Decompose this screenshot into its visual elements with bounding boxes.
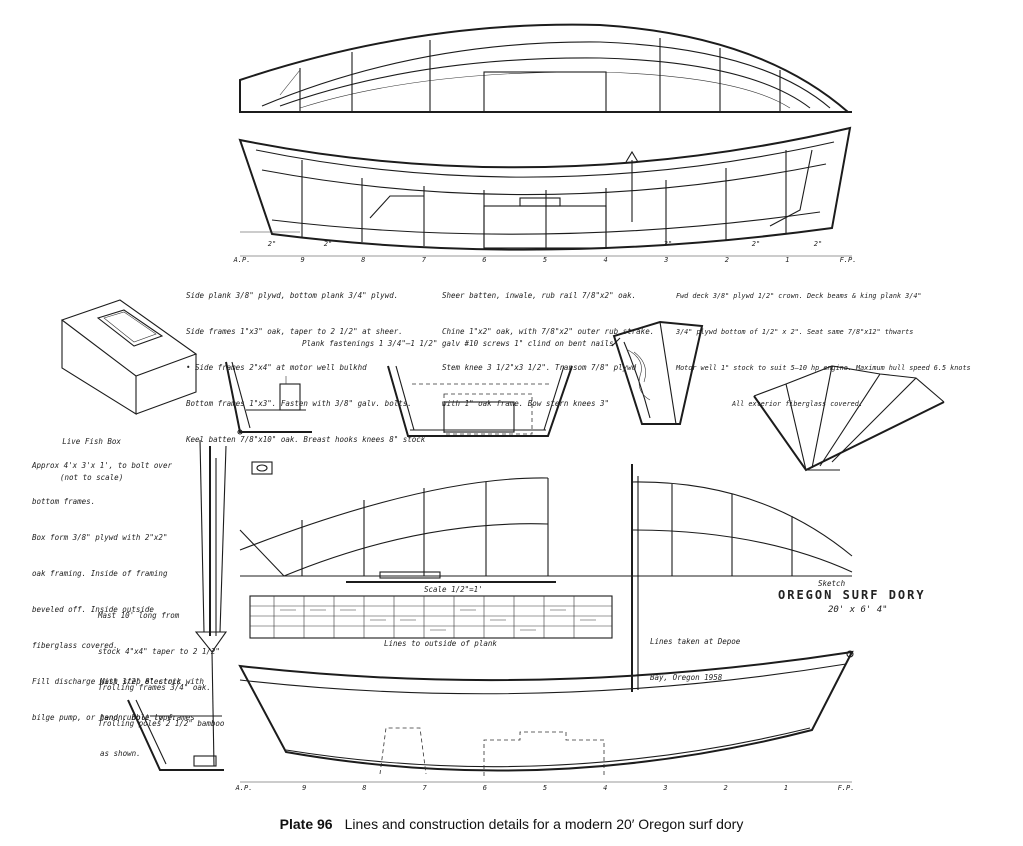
note-line: with 1" oak frame. Bow stern knees 3"	[442, 399, 610, 408]
station-label: 8	[361, 256, 365, 264]
note-line: Sheer batten, inwale, rub rail 7/8"x2" o…	[442, 291, 637, 300]
note-line: bilge pump, or hand rubble type.	[32, 713, 177, 722]
station-label: 7	[422, 784, 427, 792]
note-line: Motor well 1" stock to suit 5–10 hp engi…	[676, 364, 971, 372]
note-line: beveled off. Inside outside	[32, 605, 154, 614]
plank-fastenings-note: Plank fastenings 1 3/4"–1 1/2" galv #10 …	[302, 339, 614, 348]
station-label: 2	[725, 256, 729, 264]
note-line: Bay, Oregon 1958	[650, 673, 723, 682]
bottom-station-labels: A.P. 9 8 7 6 5 4 3 2 1 F.P.	[235, 784, 855, 792]
note-line: tenon. Bolt to frames	[100, 713, 195, 722]
fish-box-notes: Approx 4'x 3'x 1', to bolt over bottom f…	[32, 436, 181, 736]
section-midship-frame	[387, 365, 573, 437]
sketch-credit: Sketch	[818, 579, 846, 588]
boat-size: 20' x 6' 4"	[828, 605, 888, 615]
fish-box-title-line: Live Fish Box	[62, 437, 121, 446]
live-fish-box-sketch	[60, 299, 198, 415]
note-line: Fill discharge with 1/2" electric	[32, 677, 182, 686]
note-line: bottom frames.	[32, 497, 96, 506]
note-line: 3/4" plywd bottom of 1/2" x 2". Seat sam…	[676, 328, 914, 336]
station-label: 4	[603, 784, 607, 792]
station-label: 8	[362, 784, 366, 792]
note-line: Mast step 8" stock with	[100, 677, 204, 686]
mast-and-trolling-poles	[194, 439, 273, 767]
station-label: 4	[603, 256, 607, 264]
construction-profile-view	[238, 126, 852, 257]
note-line: Lines taken at Depoe	[650, 637, 741, 646]
note-line: Trolling frames 3/4" oak.	[98, 683, 211, 692]
table-of-offsets	[249, 595, 613, 639]
construction-notes-column-1: Side plank 3/8" plywd, bottom plank 3/4"…	[186, 266, 425, 458]
fish-box-title: Live Fish Box (not to scale)	[60, 412, 123, 496]
station-label: 1	[785, 256, 789, 264]
station-label: 1	[784, 784, 788, 792]
note-line: stock 4"x4" taper to 2 1/2"	[98, 647, 220, 656]
mast-notes: Mast 10' long from stock 4"x4" taper to …	[98, 586, 224, 742]
dimension-label: 2"	[268, 240, 276, 248]
station-label: 3	[663, 256, 668, 264]
fish-box-title-line: (not to scale)	[60, 473, 124, 482]
note-line: Stem knee 3 1/2"x3 1/2". Transom 7/8" pl…	[442, 363, 637, 372]
dimension-label: 2"	[814, 240, 822, 248]
note-line: Side frames 1"x3" oak, taper to 2 1/2" a…	[186, 327, 403, 336]
note-line: as shown.	[100, 749, 141, 758]
profile-station-labels: A.P. 9 8 7 6 5 4 3 2 1 F.P.	[233, 256, 857, 264]
note-line: All exterior fiberglass covered.	[732, 400, 863, 408]
note-line: fiberglass covered.	[32, 641, 118, 650]
scale-label: Scale 1/2"=1'	[424, 585, 483, 594]
body-plan-lines	[239, 464, 853, 692]
boat-title: OREGON SURF DORY	[778, 588, 926, 602]
station-label: 6	[483, 784, 487, 792]
dimension-label: 2"	[324, 240, 332, 248]
note-line: Keel batten 7/8"x10" oak. Breast hooks k…	[186, 435, 426, 444]
station-label: 5	[543, 784, 547, 792]
profile-dimension-labels: 2" 2" 3" 2" 2"	[268, 240, 822, 248]
note-line: Mast 10' long from	[98, 611, 180, 620]
station-label: A.P.	[235, 784, 253, 792]
dimension-label: 3"	[663, 240, 672, 248]
plate-number: Plate 96	[279, 816, 333, 832]
note-line: Trolling poles 2 1/2" bamboo	[98, 719, 225, 728]
section-aft-frame	[225, 361, 312, 435]
note-line: Fwd deck 3/8" plywd 1/2" crown. Deck bea…	[676, 292, 922, 300]
station-label: 9	[300, 256, 304, 264]
note-line: Approx 4'x 3'x 1', to bolt over	[32, 461, 172, 470]
mast-step-notes: Mast step 8" stock with tenon. Bolt to f…	[100, 652, 204, 772]
plate-caption: Plate 96 Lines and construction details f…	[0, 816, 1023, 832]
dimension-label: 2"	[752, 240, 760, 248]
station-label: A.P.	[233, 256, 251, 264]
station-label: 6	[482, 256, 486, 264]
lines-taken-note: Lines taken at Depoe Bay, Oregon 1958	[650, 612, 740, 696]
note-line: Box form 3/8" plywd with 2"x2"	[32, 533, 168, 542]
section-transom-frame	[611, 320, 704, 425]
offsets-table-caption: Lines to outside of plank	[384, 639, 497, 648]
note-line: • Side frames 2"x4" at motor well bulkhd	[186, 363, 367, 372]
station-label: 7	[422, 256, 427, 264]
bow-view	[753, 365, 945, 472]
note-line: oak framing. Inside of framing	[32, 569, 168, 578]
station-label: F.P.	[838, 784, 855, 792]
deck-plan-view	[239, 23, 852, 113]
station-label: 9	[302, 784, 306, 792]
construction-notes-column-2: Sheer batten, inwale, rub rail 7/8"x2" o…	[442, 266, 654, 422]
station-label: F.P.	[840, 256, 857, 264]
station-label: 3	[662, 784, 667, 792]
note-line: Bottom frames 1"x3". Fasten with 3/8" ga…	[186, 399, 412, 408]
construction-notes-column-3: Fwd deck 3/8" plywd 1/2" crown. Deck bea…	[676, 266, 971, 422]
station-label: 5	[543, 256, 547, 264]
outboard-profile-view	[238, 650, 854, 783]
mast-step-detail	[127, 699, 224, 771]
plate-caption-text: Lines and construction details for a mod…	[344, 816, 744, 832]
station-label: 2	[723, 784, 727, 792]
note-line: Side plank 3/8" plywd, bottom plank 3/4"…	[186, 291, 399, 300]
note-line: Chine 1"x2" oak, with 7/8"x2" outer rub …	[442, 327, 655, 336]
